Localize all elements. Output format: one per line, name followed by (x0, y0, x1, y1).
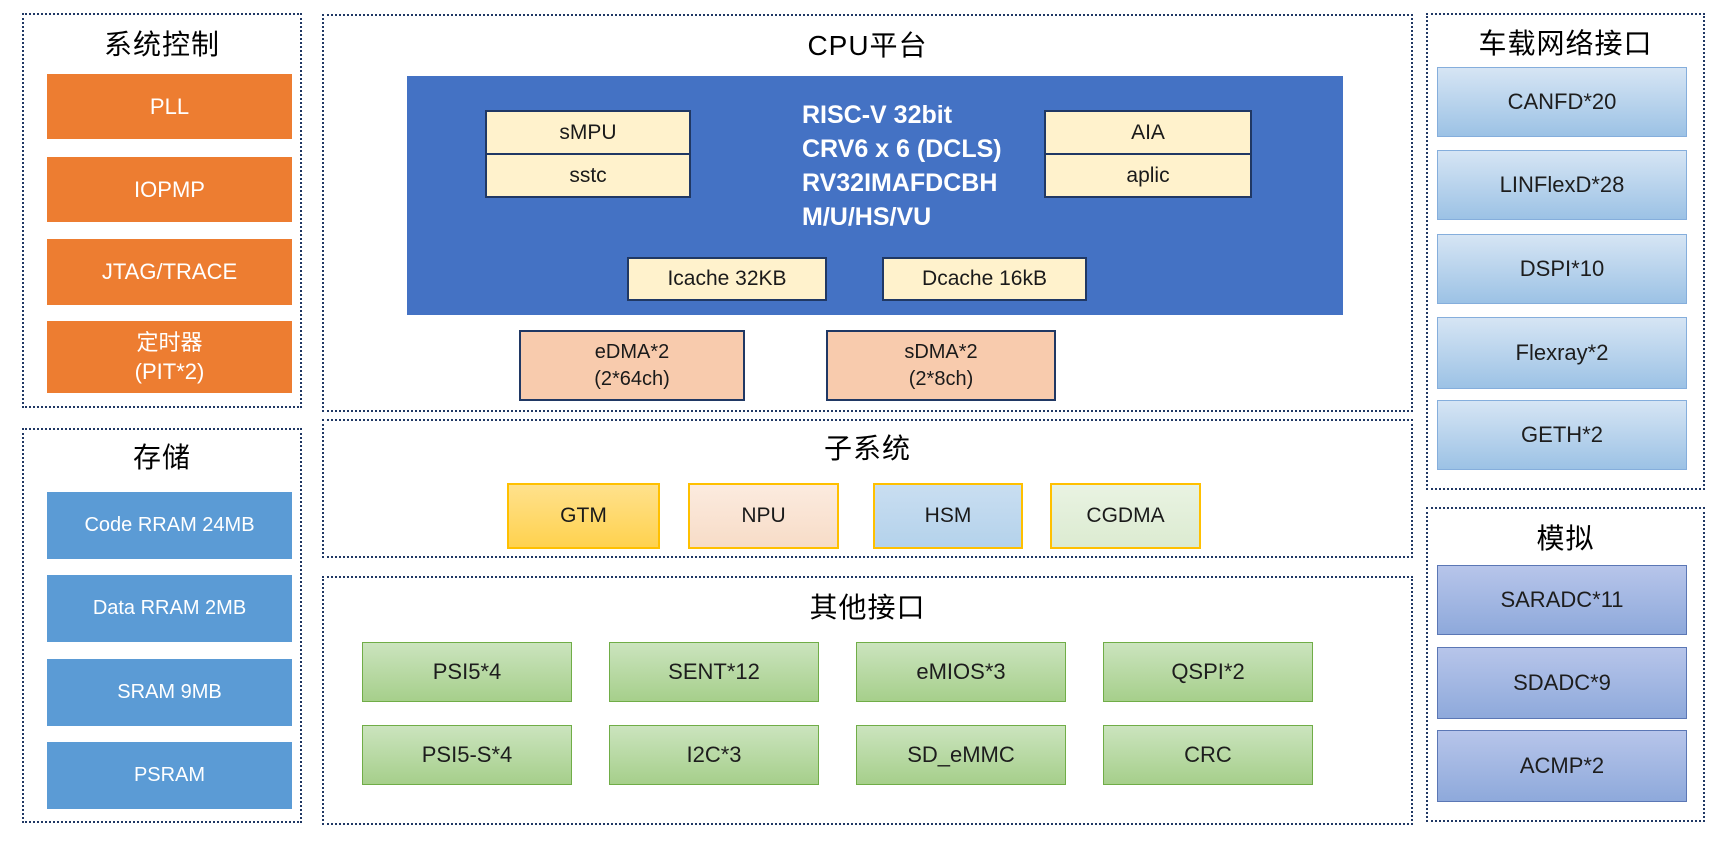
block-sram: SRAM 9MB (47, 659, 292, 726)
block-gtm: GTM (507, 483, 660, 549)
block-icache: Icache 32KB (627, 257, 827, 301)
block-code-rram: Code RRAM 24MB (47, 492, 292, 559)
block-linflexd: LINFlexD*28 (1437, 150, 1687, 220)
cpu-core-block: sMPU sstc RISC-V 32bit CRV6 x 6 (DCLS) R… (407, 76, 1343, 315)
section-title-cpu-platform: CPU平台 (807, 30, 928, 61)
block-data-rram: Data RRAM 2MB (47, 575, 292, 642)
block-i2c: I2C*3 (609, 725, 819, 785)
block-qspi: QSPI*2 (1103, 642, 1313, 702)
block-sd-emmc: SD_eMMC (856, 725, 1066, 785)
block-geth: GETH*2 (1437, 400, 1687, 470)
block-sdadc: SDADC*9 (1437, 647, 1687, 719)
block-psi5-s: PSI5-S*4 (362, 725, 572, 785)
panel-storage: 存储 Code RRAM 24MB Data RRAM 2MB SRAM 9MB… (22, 428, 302, 823)
block-dspi: DSPI*10 (1437, 234, 1687, 304)
block-sstc: sstc (569, 163, 607, 187)
block-canfd: CANFD*20 (1437, 67, 1687, 137)
block-aia: AIA (1046, 112, 1250, 155)
block-aplic: aplic (1126, 163, 1170, 187)
section-title-subsystem: 子系统 (823, 433, 911, 464)
block-psi5: PSI5*4 (362, 642, 572, 702)
block-cgdma: CGDMA (1050, 483, 1201, 549)
smpu-sstc-stack: sMPU sstc (485, 110, 691, 198)
block-psram: PSRAM (47, 742, 292, 809)
block-dcache: Dcache 16kB (882, 257, 1087, 301)
section-title-system-control: 系统控制 (103, 29, 220, 60)
section-title-other-interfaces: 其他接口 (809, 592, 926, 623)
block-jtag-trace: JTAG/TRACE (47, 239, 292, 305)
block-saradc: SARADC*11 (1437, 565, 1687, 635)
panel-cpu-platform: CPU平台 sMPU sstc RISC-V 32bit CRV6 x 6 (D… (322, 14, 1413, 412)
section-title-analog: 模拟 (1536, 523, 1595, 554)
panel-vehicle-network: 车载网络接口 CANFD*20 LINFlexD*28 DSPI*10 Flex… (1426, 13, 1705, 490)
block-acmp: ACMP*2 (1437, 730, 1687, 802)
block-edma: eDMA*2 (2*64ch) (519, 330, 745, 401)
aia-aplic-stack: AIA aplic (1044, 110, 1252, 198)
block-pll: PLL (47, 74, 292, 139)
block-flexray: Flexray*2 (1437, 317, 1687, 389)
riscv-core-description: RISC-V 32bit CRV6 x 6 (DCLS) RV32IMAFDCB… (802, 101, 1002, 231)
section-title-vehicle-network: 车载网络接口 (1478, 28, 1653, 59)
block-sdma: sDMA*2 (2*8ch) (826, 330, 1056, 401)
block-sent: SENT*12 (609, 642, 819, 702)
panel-analog: 模拟 SARADC*11 SDADC*9 ACMP*2 (1426, 507, 1705, 822)
panel-system-control: 系统控制 PLL IOPMP JTAG/TRACE 定时器 (PIT*2) (22, 13, 302, 408)
block-crc: CRC (1103, 725, 1313, 785)
panel-other-interfaces: 其他接口 PSI5*4 SENT*12 eMIOS*3 QSPI*2 PSI5-… (322, 576, 1413, 825)
block-emios: eMIOS*3 (856, 642, 1066, 702)
block-npu: NPU (688, 483, 839, 549)
section-title-storage: 存储 (132, 442, 191, 473)
block-iopmp: IOPMP (47, 157, 292, 222)
block-hsm: HSM (873, 483, 1023, 549)
panel-subsystem: 子系统 GTM NPU HSM CGDMA (322, 419, 1413, 558)
block-timer-pit: 定时器 (PIT*2) (47, 321, 292, 393)
block-smpu: sMPU (487, 112, 689, 155)
